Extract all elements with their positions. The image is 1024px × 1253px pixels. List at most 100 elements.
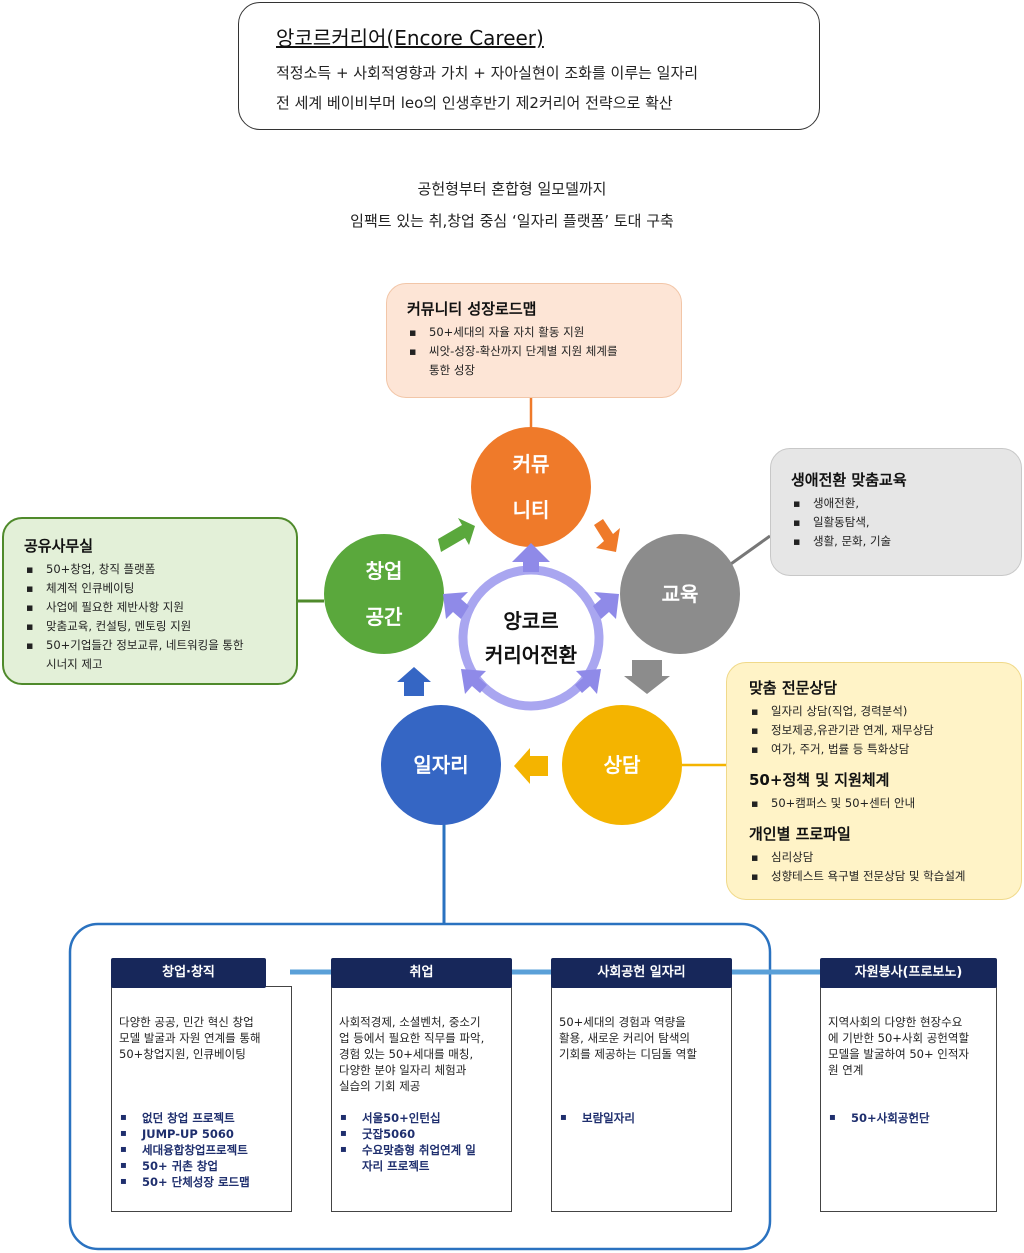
bottom-frame <box>68 922 772 1251</box>
column-desc-startup: 다양한 공공, 민간 혁신 창업 모델 발굴과 자원 연계를 통해 50+창업지… <box>119 1014 289 1062</box>
panel-counseling-list-3: 심리상담 성향테스트 욕구별 전문상담 및 학습설계 <box>749 848 1011 886</box>
list-item: 서울50+인턴십 <box>336 1110 476 1126</box>
header-line-2: 전 세계 베이비부머 leo의 인생후반기 제2커리어 전략으로 확산 <box>276 94 673 112</box>
panel-counseling-section-title: 50+정책 및 지원체계 <box>749 771 890 789</box>
hub-line-2: 커리어전환 <box>485 643 577 667</box>
list-item: 없던 창업 프로젝트 <box>116 1110 250 1126</box>
list-item: 씨앗-성장-확산까지 단계별 지원 체계를 <box>409 342 665 361</box>
list-item: 50+사회공헌단 <box>825 1110 930 1126</box>
column-header-social-contribution: 사회공헌 일자리 <box>551 958 732 988</box>
desc-line: 지역사회의 다양한 현장수요 <box>828 1015 963 1029</box>
list-item: 50+ 귀촌 창업 <box>116 1158 250 1174</box>
arrow-jobs-to-startup <box>397 667 431 696</box>
list-item: 50+세대의 자율 자치 활동 지원 <box>409 323 665 342</box>
panel-counseling-list-2: 50+캠퍼스 및 50+센터 안내 <box>749 794 1011 813</box>
desc-line: 모델 발굴과 자원 연계를 통해 <box>119 1031 261 1045</box>
circle-startup-space[interactable] <box>324 534 444 654</box>
list-item: 세대융합창업프로젝트 <box>116 1142 250 1158</box>
desc-line: 50+창업지원, 인큐베이팅 <box>119 1047 246 1061</box>
list-item: JUMP-UP 5060 <box>116 1126 250 1142</box>
panel-education: 생애전환 맞춤교육 생애전환, 일활동탐색, 생활, 문화, 기술 <box>770 448 1022 576</box>
list-item: 사업에 필요한 제반사항 지원 <box>26 598 286 617</box>
column-list-employment: 서울50+인턴십 굿잡5060 수요맞춤형 취업연계 일 자리 프로젝트 <box>336 1110 476 1174</box>
list-item: 50+창업, 창직 플랫폼 <box>26 560 286 579</box>
list-item: 50+ 단체성장 로드맵 <box>116 1174 250 1190</box>
desc-line: 업 등에서 필요한 직무를 파악, <box>339 1031 485 1045</box>
column-list-startup: 없던 창업 프로젝트 JUMP-UP 5060 세대융합창업프로젝트 50+ 귀… <box>116 1110 250 1190</box>
panel-shared-office: 공유사무실 50+창업, 창직 플랫폼 체계적 인큐베이팅 사업에 필요한 제반… <box>2 517 298 685</box>
list-item-continuation: 시너지 제고 <box>46 657 103 671</box>
panel-education-title: 생애전환 맞춤교육 <box>791 471 907 489</box>
desc-line: 사회적경제, 소셜벤처, 중소기 <box>339 1015 481 1029</box>
spoke-upper-left <box>443 592 469 619</box>
circle-education-label: 교육 <box>661 582 699 606</box>
hub-line-1: 앙코르 <box>503 609 559 633</box>
header-line-1: 적정소득 + 사회적영향과 가치 + 자아실현이 조화를 이루는 일자리 <box>276 64 699 82</box>
arrow-community-to-education <box>594 519 620 552</box>
column-desc-probono: 지역사회의 다양한 현장수요 에 기반한 50+사회 공헌역할 모델을 발굴하여… <box>828 1014 994 1078</box>
list-item-continuation: 통한 성장 <box>429 363 475 377</box>
desc-line: 경험 있는 50+세대를 매칭, <box>339 1047 474 1061</box>
circle-counseling[interactable] <box>562 705 682 825</box>
circle-community-line-2: 니티 <box>512 498 550 522</box>
circle-counseling-label: 상담 <box>603 753 641 777</box>
subtitle-line-1: 공헌형부터 혼합형 일모델까지 <box>417 180 607 198</box>
desc-line: 원 연계 <box>828 1063 864 1077</box>
column-header-employment: 취업 <box>331 958 512 988</box>
header-title: 앙코르커리어(Encore Career) <box>276 26 544 50</box>
list-item: 맞춤교육, 컨설팅, 멘토링 지원 <box>26 617 286 636</box>
panel-education-list: 생애전환, 일활동탐색, 생활, 문화, 기술 <box>791 494 1005 551</box>
circle-community-line-1: 커뮤 <box>512 452 550 476</box>
spoke-up <box>512 543 550 572</box>
arrow-startup-to-community <box>438 518 475 552</box>
panel-shared-office-list: 50+창업, 창직 플랫폼 체계적 인큐베이팅 사업에 필요한 제반사항 지원 … <box>24 560 286 674</box>
header-box <box>238 2 820 130</box>
circle-startup-space-line-2: 공간 <box>365 605 403 629</box>
desc-line: 활용, 새로운 커리어 탐색의 <box>559 1031 691 1045</box>
list-item: 일활동탐색, <box>793 513 1005 532</box>
column-header-probono: 자원봉사(프로보노) <box>820 958 997 988</box>
desc-line: 다양한 분야 일자리 체험과 <box>339 1063 467 1077</box>
spoke-lower-right <box>575 669 601 694</box>
desc-line: 실습의 기회 제공 <box>339 1079 421 1093</box>
subtitle-line-2: 임팩트 있는 취,창업 중심 ‘일자리 플랫폼’ 토대 구축 <box>350 212 674 230</box>
column-desc-employment: 사회적경제, 소셜벤처, 중소기 업 등에서 필요한 직무를 파악, 경험 있는… <box>339 1014 509 1094</box>
circle-jobs-label: 일자리 <box>413 753 469 777</box>
list-item: 50+기업들간 정보교류, 네트워킹을 통한 <box>26 636 286 655</box>
column-list-probono: 50+사회공헌단 <box>825 1110 930 1126</box>
panel-community-title: 커뮤니티 성장로드맵 <box>407 300 537 318</box>
panel-counseling: 맞춤 전문상담 일자리 상담(직업, 경력분석) 정보제공,유관기관 연계, 재… <box>726 662 1022 900</box>
arrow-counseling-to-jobs <box>514 748 548 784</box>
panel-counseling-list-1: 일자리 상담(직업, 경력분석) 정보제공,유관기관 연계, 재무상담 여가, … <box>749 702 1011 759</box>
list-item: 정보제공,유관기관 연계, 재무상담 <box>751 721 1011 740</box>
desc-line: 모델을 발굴하여 50+ 인적자 <box>828 1047 970 1061</box>
spoke-lower-left <box>461 669 487 694</box>
circle-community-label: 커뮤 니티 <box>481 441 581 533</box>
list-item: 생애전환, <box>793 494 1005 513</box>
arrow-education-to-counseling <box>624 660 670 694</box>
circle-startup-space-label: 창업 공간 <box>334 548 434 640</box>
desc-line: 에 기반한 50+사회 공헌역할 <box>828 1031 970 1045</box>
circle-jobs[interactable] <box>381 705 501 825</box>
circle-education[interactable] <box>620 534 740 654</box>
list-item: 심리상담 <box>751 848 1011 867</box>
list-item-continuation: 자리 프로젝트 <box>362 1159 430 1173</box>
column-box-probono <box>820 986 997 1212</box>
column-desc-social-contribution: 50+세대의 경험과 역량을 활용, 새로운 커리어 탐색의 기회를 제공하는 … <box>559 1014 729 1062</box>
spoke-upper-right <box>593 592 619 619</box>
panel-community-list: 50+세대의 자율 자치 활동 지원 씨앗-성장-확산까지 단계별 지원 체계를… <box>407 323 665 380</box>
circle-community[interactable] <box>471 427 591 547</box>
list-item: 체계적 인큐베이팅 <box>26 579 286 598</box>
list-item: 일자리 상담(직업, 경력분석) <box>751 702 1011 721</box>
panel-counseling-section-title: 개인별 프로파일 <box>749 825 851 843</box>
list-item: 굿잡5060 <box>336 1126 476 1142</box>
list-item: 생활, 문화, 기술 <box>793 532 1005 551</box>
list-item: 50+캠퍼스 및 50+센터 안내 <box>751 794 1011 813</box>
column-list-social-contribution: 보람일자리 <box>556 1110 635 1126</box>
circle-startup-space-line-1: 창업 <box>365 559 403 583</box>
column-header-startup: 창업·창직 <box>111 958 266 988</box>
list-item: 성향테스트 욕구별 전문상담 및 학습설계 <box>751 867 1011 886</box>
list-item: 여가, 주거, 법률 등 특화상담 <box>751 740 1011 759</box>
list-item: 수요맞춤형 취업연계 일 <box>336 1142 476 1158</box>
